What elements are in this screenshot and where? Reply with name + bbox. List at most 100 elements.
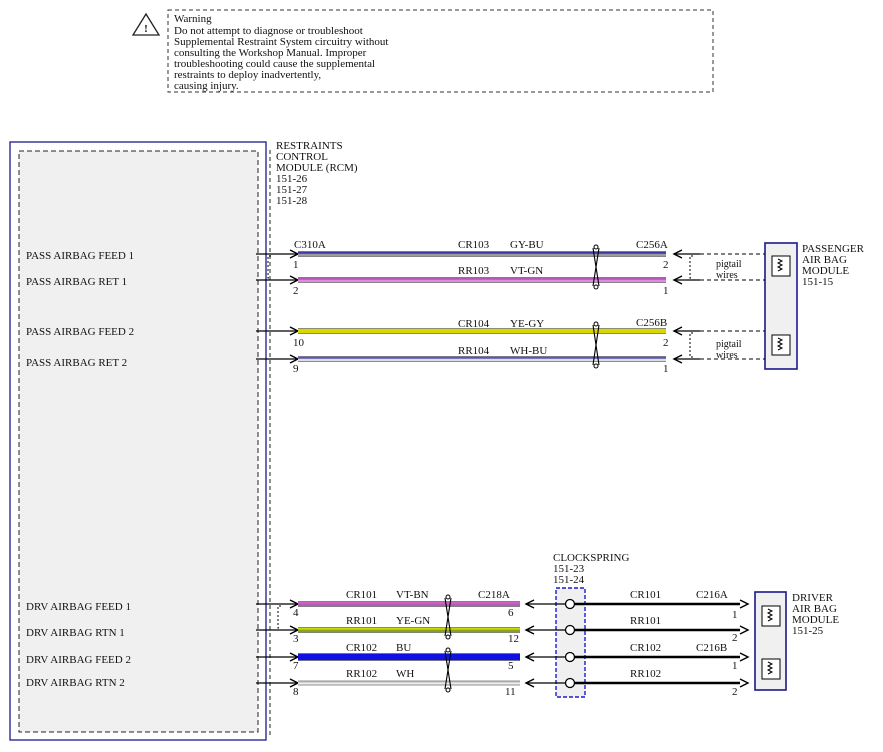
clockspring-ref: 151-23: [553, 563, 585, 575]
twisted-pair-marker: [593, 321, 599, 327]
rcm-ref: 151-27: [276, 184, 308, 196]
rcm-module: RESTRAINTS CONTROL MODULE (RCM) 151-26 1…: [9, 140, 358, 741]
drv-wire-cr101-clockspring-pin: [564, 598, 576, 610]
warning-icon: !: [131, 12, 161, 36]
circuit-id: RR103: [458, 265, 490, 277]
passenger-squib-2: [776, 337, 784, 351]
pass1-shorting-bar: [689, 255, 693, 279]
wire-color-code: YE-GY: [510, 318, 544, 330]
pin-number: 3: [293, 633, 299, 645]
warning-line: causing injury.: [174, 80, 239, 92]
twisted-pair-marker: [445, 634, 451, 640]
circuit-id: RR104: [458, 345, 490, 357]
pigtail-label: wires: [716, 270, 738, 281]
drv-circuit-cr101: CR101 VT-BN 4 6 2: [293, 589, 738, 644]
pigtail-label: pigtail: [716, 259, 742, 270]
wire-color-code: VT-GN: [510, 265, 543, 277]
pin-number: 2: [663, 259, 669, 271]
drv-wire-rr101-out-arrow: [739, 625, 750, 635]
rcm-ref: 151-26: [276, 173, 308, 185]
drv-wire-cr102-out-arrow: [739, 652, 750, 662]
rcm-pin-label: PASS AIRBAG FEED 1: [26, 250, 134, 262]
connector-pass1-label: C256A: [636, 239, 668, 251]
connector-rcm-label: C310A: [294, 239, 326, 251]
driver-module-title: MODULE: [792, 614, 839, 626]
pin-number: 2: [732, 632, 738, 644]
drv-circuit-rr102: RR102 WH 8 11 2: [293, 668, 738, 698]
connector-drv1-label: C216A: [696, 589, 728, 601]
wire-layer: [256, 244, 791, 693]
pass-circuit-rr103: RR103 VT-GN 2 1: [293, 265, 669, 297]
circuit-id: CR101: [630, 589, 661, 601]
rcm-pin-label: DRV AIRBAG FEED 2: [26, 654, 131, 666]
pigtail-label: pigtail: [716, 339, 742, 350]
rcm-title: MODULE (RCM): [276, 162, 358, 174]
rcm-pin-label: PASS AIRBAG RET 2: [26, 357, 127, 369]
driver-squib-2: [766, 661, 774, 675]
pin-number: 1: [732, 609, 738, 621]
warning-line: Supplemental Restraint System circuitry …: [174, 36, 388, 48]
rcm-pin-label: PASS AIRBAG FEED 2: [26, 326, 134, 338]
pin-number: 2: [663, 337, 669, 349]
connector-pass2-label: C256B: [636, 317, 667, 329]
twisted-pair-marker: [444, 597, 452, 637]
warning-panel: ! Warning Do not attempt to diagnose or …: [131, 9, 714, 93]
passenger-module-title: AIR BAG: [802, 254, 847, 266]
rcm-drv-shorting-bar: [277, 605, 281, 629]
pin-number: 1: [663, 363, 669, 375]
twisted-pair-marker: [444, 650, 452, 690]
rcm-title: CONTROL: [276, 151, 328, 163]
circuit-id: CR101: [346, 589, 377, 601]
pigtail-label: wires: [716, 350, 738, 361]
drv-wire-rr102-clockspring-pin: [564, 677, 576, 689]
clockspring-title: CLOCKSPRING: [553, 552, 629, 564]
pin-number: 6: [508, 607, 514, 619]
pin-number: 12: [508, 633, 519, 645]
twisted-pair-marker: [593, 363, 599, 369]
pin-number: 5: [508, 660, 514, 672]
circuit-id: RR101: [346, 615, 377, 627]
drv-wire-cr102-clockspring-pin: [564, 651, 576, 663]
wire-color-code: BU: [396, 642, 411, 654]
passenger-squib-1: [776, 258, 784, 272]
passenger-module-title: PASSENGER: [802, 243, 865, 255]
circuit-id: CR104: [458, 318, 490, 330]
pass-circuit-cr104: CR104 YE-GY 10 2: [293, 318, 669, 349]
connector-drv2-label: C216B: [696, 642, 727, 654]
driver-squib-1: [766, 608, 774, 622]
pin-number: 11: [505, 686, 516, 698]
pin-number: 1: [293, 259, 299, 271]
pin-number: 7: [293, 660, 299, 672]
drv-wire-cr101-out-arrow: [739, 599, 750, 609]
driver-module-title: DRIVER: [792, 592, 834, 604]
rcm-pin-label: DRV AIRBAG FEED 1: [26, 601, 131, 613]
pin-number: 4: [293, 607, 299, 619]
drv-wire-rr101-clockspring-pin: [564, 624, 576, 636]
wire-color-code: WH-BU: [510, 345, 547, 357]
rcm-shorting-bar: [267, 255, 271, 279]
driver-module-ref: 151-25: [792, 625, 824, 637]
clockspring: CLOCKSPRING 151-23 151-24: [553, 552, 629, 698]
warning-line: Do not attempt to diagnose or troublesho…: [174, 25, 363, 37]
warning-line: troubleshooting could cause the suppleme…: [174, 58, 375, 70]
pin-number: 2: [293, 285, 299, 297]
twisted-pair-marker: [445, 647, 451, 653]
wire-color-code: WH: [396, 668, 414, 680]
clockspring-ref: 151-24: [553, 574, 585, 586]
pass-circuit-cr103: CR103 GY-BU 1 2: [293, 239, 669, 271]
wire-color-code: VT-BN: [396, 589, 429, 601]
pin-number: 1: [663, 285, 669, 297]
twisted-pair-marker: [593, 244, 599, 250]
drv-wire-rr102-out-arrow: [739, 678, 750, 688]
pin-number: 2: [732, 686, 738, 698]
pin-number: 1: [732, 660, 738, 672]
pass-circuit-rr104: RR104 WH-BU 9 1: [293, 345, 669, 375]
warning-title: Warning: [174, 13, 212, 25]
passenger-module-ref: 151-15: [802, 276, 834, 288]
connector-drv-mid-label: C218A: [478, 589, 510, 601]
circuit-id: RR102: [630, 668, 661, 680]
pass2-shorting-bar: [689, 332, 693, 358]
pin-number: 10: [293, 337, 305, 349]
circuit-id: RR102: [346, 668, 377, 680]
